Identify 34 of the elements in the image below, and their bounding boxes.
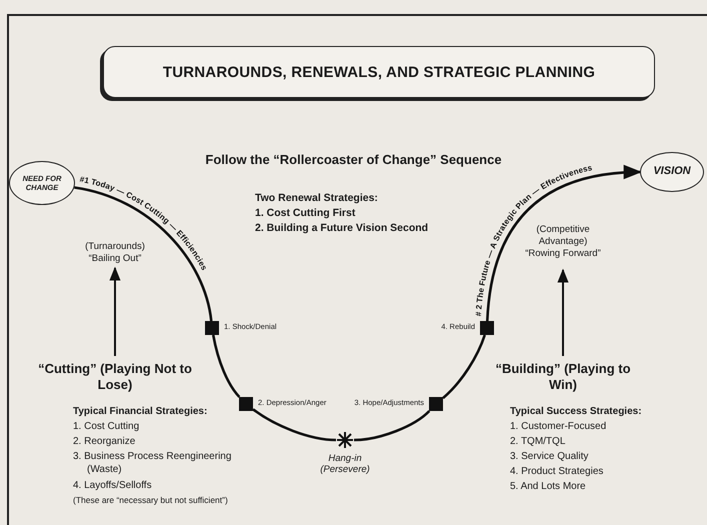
curve-line	[252, 408, 336, 442]
list-text: 1. Cost Cutting First	[255, 207, 356, 220]
list-text: Typical Financial Strategies:	[73, 406, 208, 418]
list-text: 4. Layoffs/Selloffs	[73, 480, 152, 492]
list-text: 4. Product Strategies	[510, 466, 604, 478]
stage-marker	[480, 321, 494, 335]
list-text: Typical Success Strategies:	[510, 406, 642, 418]
arrow	[557, 268, 569, 356]
ellipse-node	[9, 161, 75, 205]
stage-label: Hang-in (Persevere)	[319, 453, 371, 476]
stage-marker	[239, 397, 253, 411]
curve-line	[74, 186, 213, 322]
caption-text: “Building” (Playing to Win)	[494, 360, 632, 394]
stage-marker	[429, 397, 443, 411]
stage-marker	[205, 321, 219, 335]
curve-line	[212, 334, 240, 398]
list-text: 3. Service Quality	[510, 451, 588, 464]
list-text: 5. And Lots More	[510, 481, 586, 494]
list-text: 1. Customer-Focused	[510, 421, 606, 434]
list-text: 2. Reorganize	[73, 436, 136, 448]
list-text: 2. Building a Future Vision Second	[255, 222, 428, 236]
list-text: 2. TQM/TQL	[510, 436, 566, 448]
list-text: (These are “necessary but not sufficient”)	[73, 495, 228, 506]
star-marker	[336, 431, 354, 449]
caption-text: “Cutting” (Playing Not to Lose)	[37, 360, 193, 394]
node-label: VISION	[653, 165, 691, 179]
arrow	[109, 266, 121, 356]
list-text: 1. Cost Cutting	[73, 421, 140, 434]
caption-text: (Turnarounds) “Bailing Out”	[84, 241, 146, 265]
curve-line	[354, 410, 430, 442]
list-text: 3. Business Process Reengineering (Waste)	[73, 451, 232, 476]
list-text: Two Renewal Strategies:	[255, 192, 378, 206]
curve-line	[442, 334, 486, 400]
title: TURNAROUNDS, RENEWALS, AND STRATEGIC PLANNING	[162, 64, 596, 80]
